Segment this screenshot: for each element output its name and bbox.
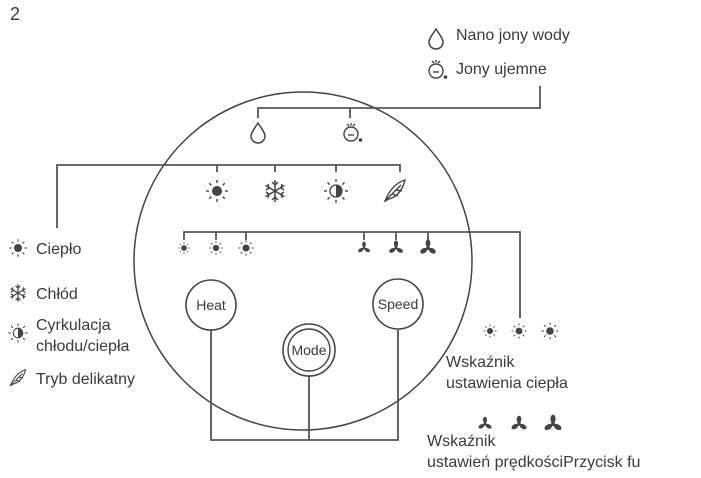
speed-button[interactable]: Speed — [372, 278, 424, 330]
heat-button-label: Heat — [196, 297, 226, 313]
panel-heat-level-1-icon — [177, 241, 191, 255]
button-connector — [210, 330, 399, 441]
legend-heat: Ciepło — [36, 241, 81, 258]
legend-negative-ions: Jony ujemne — [456, 61, 547, 78]
negative-ion-icon — [428, 59, 448, 79]
panel-water-drop-icon — [250, 122, 266, 144]
ion-connector — [257, 86, 541, 118]
panel-cool-icon — [264, 179, 286, 203]
panel-fan-speed-2-icon — [388, 240, 404, 254]
legend-circulation-line2: chłodu/ciepła — [36, 338, 130, 355]
indicator-connector — [183, 231, 521, 318]
heat-level-2-icon — [511, 323, 527, 339]
heat-button[interactable]: Heat — [185, 279, 237, 331]
legend-water-ions: Nano jony wody — [456, 27, 570, 44]
legend-circulation-line1: Cyrkulacja — [36, 317, 111, 334]
heat-icon — [8, 238, 28, 258]
fan-speed-1-icon — [477, 416, 493, 430]
feather-icon — [9, 369, 27, 387]
snowflake-icon — [9, 283, 27, 303]
legend-speed-setting-line2: ustawień prędkościPrzycisk fu — [427, 454, 640, 471]
panel-fan-speed-3-icon — [419, 239, 437, 255]
panel-gentle-icon — [384, 179, 406, 202]
mode-button-label: Mode — [291, 342, 326, 358]
speed-button-label: Speed — [378, 296, 418, 312]
mode-connector — [56, 164, 401, 228]
legend-gentle: Tryb delikatny — [36, 371, 135, 388]
mode-button[interactable]: Mode — [282, 323, 336, 377]
panel-heat-icon — [205, 179, 229, 203]
water-drop-icon — [428, 28, 444, 50]
panel-negative-ion-icon — [343, 122, 363, 142]
circulation-icon — [7, 322, 29, 344]
legend-heat-setting-line2: ustawienia ciepła — [446, 375, 568, 392]
heat-level-1-icon — [482, 323, 498, 339]
panel-circulation-icon — [323, 178, 349, 204]
panel-fan-speed-1-icon — [357, 241, 371, 254]
heat-level-3-icon — [541, 322, 559, 340]
legend-speed-setting-line1: Wskaźnik — [427, 433, 496, 450]
legend-heat-setting-line1: Wskaźnik — [446, 354, 515, 371]
panel-heat-level-2-icon — [208, 240, 224, 256]
figure-number: 2 — [10, 4, 20, 24]
legend-cool: Chłód — [36, 286, 78, 303]
fan-speed-2-icon — [510, 415, 528, 431]
panel-heat-level-3-icon — [237, 239, 255, 257]
fan-speed-3-icon — [543, 414, 563, 432]
panel-circle — [133, 91, 473, 431]
